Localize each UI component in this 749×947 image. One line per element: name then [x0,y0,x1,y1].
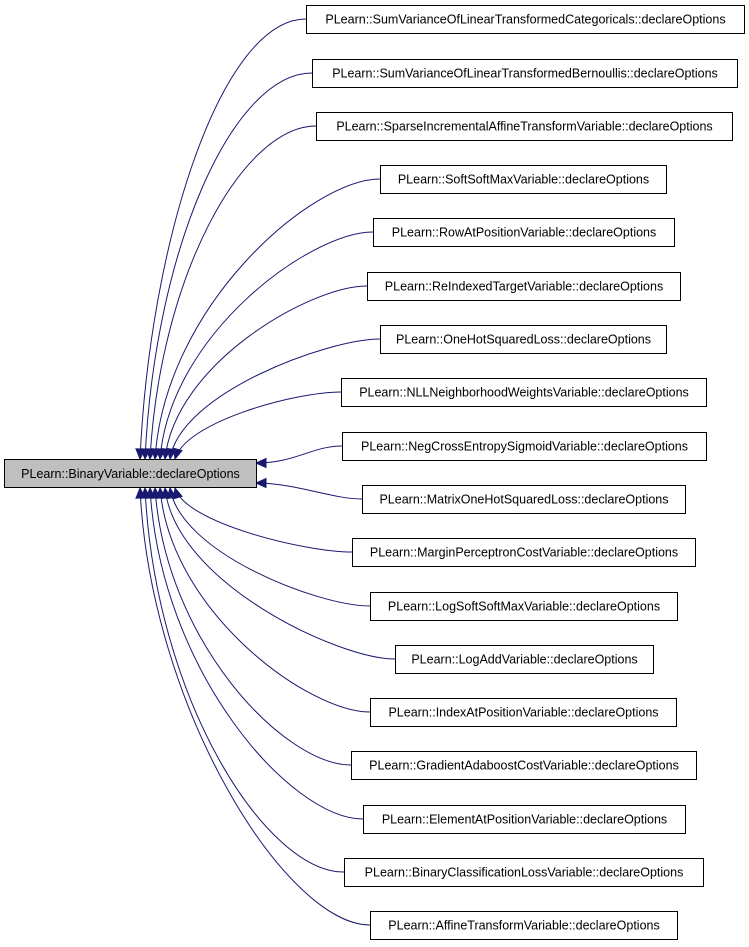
node-neg-cross-entropy-sigmoid-variable[interactable]: PLearn::NegCrossEntropySigmoidVariable::… [342,432,707,461]
node-label: PLearn::SumVarianceOfLinearTransformedBe… [332,67,718,81]
node-label: PLearn::SumVarianceOfLinearTransformedCa… [325,13,725,27]
edge [154,487,352,766]
node-label: PLearn::ReIndexedTargetVariable::declare… [385,280,663,294]
node-label: PLearn::MatrixOneHotSquaredLoss::declare… [379,493,668,507]
edge [144,72,313,460]
node-box [380,325,667,354]
root-node-label: PLearn::BinaryVariable::declareOptions [21,467,240,481]
node-label: PLearn::IndexAtPositionVariable::declare… [388,706,658,720]
edge [169,338,381,460]
edge [255,445,343,464]
node-log-add-variable[interactable]: PLearn::LogAddVariable::declareOptions [395,645,654,674]
graph-edges [135,18,396,926]
node-box [363,805,686,834]
node-nllneighborhood-weights-variable[interactable]: PLearn::NLLNeighborhoodWeightsVariable::… [341,378,707,407]
node-box [351,751,697,780]
node-label: PLearn::SoftSoftMaxVariable::declareOpti… [398,173,649,187]
node-box [352,538,696,567]
edge [164,487,396,660]
edge [149,487,364,820]
node-re-indexed-target-variable[interactable]: PLearn::ReIndexedTargetVariable::declare… [367,272,681,301]
node-one-hot-squared-loss[interactable]: PLearn::OneHotSquaredLoss::declareOption… [380,325,667,354]
node-sum-variance-of-linear-transformed-bernoullis[interactable]: PLearn::SumVarianceOfLinearTransformedBe… [312,59,738,88]
node-label: PLearn::RowAtPositionVariable::declareOp… [392,226,657,240]
edge [139,487,371,926]
node-label: PLearn::MarginPerceptronCostVariable::de… [370,546,678,560]
node-affine-transform-variable[interactable]: PLearn::AffineTransformVariable::declare… [370,911,678,940]
node-box [370,698,677,727]
node-box [367,272,681,301]
edge [139,18,307,460]
edge [149,125,317,460]
edge [164,285,368,460]
node-box [370,592,678,621]
node-soft-soft-max-variable[interactable]: PLearn::SoftSoftMaxVariable::declareOpti… [380,165,667,194]
node-box [342,432,707,461]
node-box [344,858,704,887]
edge [255,482,363,500]
edge-arrowhead [254,477,267,489]
node-gradient-adaboost-cost-variable[interactable]: PLearn::GradientAdaboostCostVariable::de… [351,751,697,780]
node-box [341,378,707,407]
edge [159,231,374,460]
node-box [362,485,686,514]
node-index-at-position-variable[interactable]: PLearn::IndexAtPositionVariable::declare… [370,698,677,727]
node-label: PLearn::ElementAtPositionVariable::decla… [382,813,667,827]
node-margin-perceptron-cost-variable[interactable]: PLearn::MarginPerceptronCostVariable::de… [352,538,696,567]
edge [159,487,371,713]
edge-arrowhead [254,457,267,469]
node-label: PLearn::BinaryClassificationLossVariable… [365,866,684,880]
node-row-at-position-variable[interactable]: PLearn::RowAtPositionVariable::declareOp… [373,218,675,247]
node-box [373,218,675,247]
node-label: PLearn::OneHotSquaredLoss::declareOption… [396,333,651,347]
node-label: PLearn::NegCrossEntropySigmoidVariable::… [361,440,688,454]
node-box [316,112,733,141]
node-matrix-one-hot-squared-loss[interactable]: PLearn::MatrixOneHotSquaredLoss::declare… [362,485,686,514]
node-box [306,5,745,34]
node-binary-classification-loss-variable[interactable]: PLearn::BinaryClassificationLossVariable… [344,858,704,887]
edge [154,178,381,460]
node-box [395,645,654,674]
node-box [380,165,667,194]
root-node[interactable]: PLearn::BinaryVariable::declareOptions [4,459,257,488]
node-label: PLearn::LogAddVariable::declareOptions [411,653,637,667]
node-label: PLearn::SparseIncrementalAffineTransform… [336,120,712,134]
edge [174,391,342,460]
edge [174,487,353,553]
node-element-at-position-variable[interactable]: PLearn::ElementAtPositionVariable::decla… [363,805,686,834]
node-label: PLearn::LogSoftSoftMaxVariable::declareO… [388,600,660,614]
edge [169,487,371,607]
node-box [370,911,678,940]
edge-arrowhead [135,486,146,499]
node-log-soft-soft-max-variable[interactable]: PLearn::LogSoftSoftMaxVariable::declareO… [370,592,678,621]
edge [144,487,345,873]
node-label: PLearn::GradientAdaboostCostVariable::de… [369,759,679,773]
node-label: PLearn::AffineTransformVariable::declare… [388,919,659,933]
edge-arrowhead [172,447,183,461]
node-sparse-incremental-affine-transform-variable[interactable]: PLearn::SparseIncrementalAffineTransform… [316,112,733,141]
node-box [312,59,738,88]
node-sum-variance-of-linear-transformed-categoricals[interactable]: PLearn::SumVarianceOfLinearTransformedCa… [306,5,745,34]
graph-nodes: PLearn::BinaryVariable::declareOptions P… [4,5,745,940]
node-label: PLearn::NLLNeighborhoodWeightsVariable::… [359,386,689,400]
